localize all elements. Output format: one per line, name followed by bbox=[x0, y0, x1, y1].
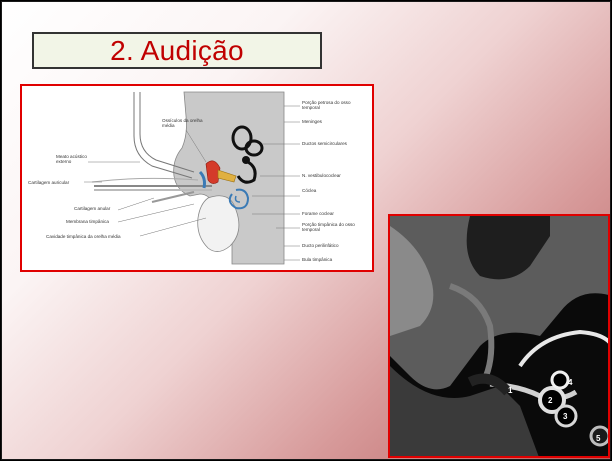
ct-marker-4: 4 bbox=[568, 378, 572, 387]
ear-anatomy-diagram: Ossículos da orelha média Meato acústico… bbox=[20, 84, 374, 272]
label-ductos: Ductos semicirculares bbox=[302, 141, 347, 146]
label-coclea: Cóclea bbox=[302, 188, 316, 193]
slide-title: 2. Audição bbox=[110, 35, 244, 67]
ct-marker-3: 3 bbox=[563, 412, 567, 421]
label-meato: Meato acústico externo bbox=[56, 154, 92, 164]
label-porcao-petrosa: Porção petrosa do osso temporal bbox=[302, 100, 368, 110]
label-meninges: Meninges bbox=[302, 119, 322, 124]
label-bula: Bula timpânica bbox=[302, 257, 332, 262]
label-nervo: N. vestibulococlear bbox=[302, 173, 341, 178]
label-porcao-timpanica: Porção timpânica do osso temporal bbox=[302, 222, 370, 232]
label-ossiculos: Ossículos da orelha média bbox=[162, 118, 206, 128]
title-box: 2. Audição bbox=[32, 32, 322, 69]
label-forame: Forame coclear bbox=[302, 211, 334, 216]
ct-marker-1: 1 bbox=[508, 386, 512, 395]
ct-marker-5: 5 bbox=[596, 434, 600, 443]
label-membrana: Membrana timpânica bbox=[66, 219, 109, 224]
ct-scan-image: 1 2 3 4 5 bbox=[388, 214, 610, 458]
ct-marker-2: 2 bbox=[548, 396, 552, 405]
label-cartilagem-anular: Cartilagem anular bbox=[74, 206, 110, 211]
ct-scan-drawing bbox=[390, 216, 610, 458]
label-cartilagem-auricular: Cartilagem auricular bbox=[28, 180, 69, 185]
label-cavidade: Cavidade timpânica da orelha média bbox=[46, 234, 121, 239]
label-ducto-perilinfatico: Ducto perilinfático bbox=[302, 243, 339, 248]
